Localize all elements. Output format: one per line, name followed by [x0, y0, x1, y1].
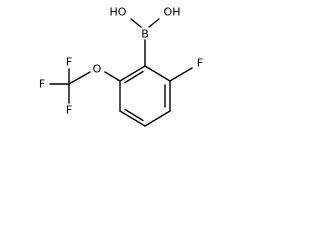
- atom-label-ether-oxygen: O: [93, 63, 102, 76]
- bond-c6-c1: [119, 65, 146, 82]
- double-bond-inner-c4-c5: [124, 108, 144, 122]
- bond-c3-c4: [144, 110, 171, 127]
- substituent-bonds: [49, 18, 193, 104]
- atom-label-cf3-f-top: F: [66, 56, 72, 69]
- bond-c4-c5: [119, 110, 146, 127]
- double-bond-inner-c6-c1: [124, 70, 144, 84]
- atom-label-cf3-f-bottom: F: [66, 104, 72, 117]
- bond-c2-f: [169, 67, 193, 82]
- bond-c1-c2: [144, 65, 171, 82]
- atom-label-cf3-f-left: F: [39, 78, 45, 91]
- atom-label-boron: B: [141, 28, 149, 41]
- atom-label-fluoro: F: [197, 57, 203, 70]
- bond-o-cf3: [68, 71, 91, 85]
- ring-bonds: [119, 65, 171, 127]
- atom-label-oh-right: OH: [164, 6, 181, 19]
- structure-diagram: HO OH B F O F F F: [39, 6, 203, 127]
- atom-labels: HO OH B F O F F F: [39, 6, 203, 117]
- bond-c6-o: [104, 71, 121, 82]
- bond-b-oh-right: [148, 18, 160, 28]
- atom-label-ho-left: HO: [110, 6, 127, 19]
- bond-b-oh-left: [130, 18, 142, 28]
